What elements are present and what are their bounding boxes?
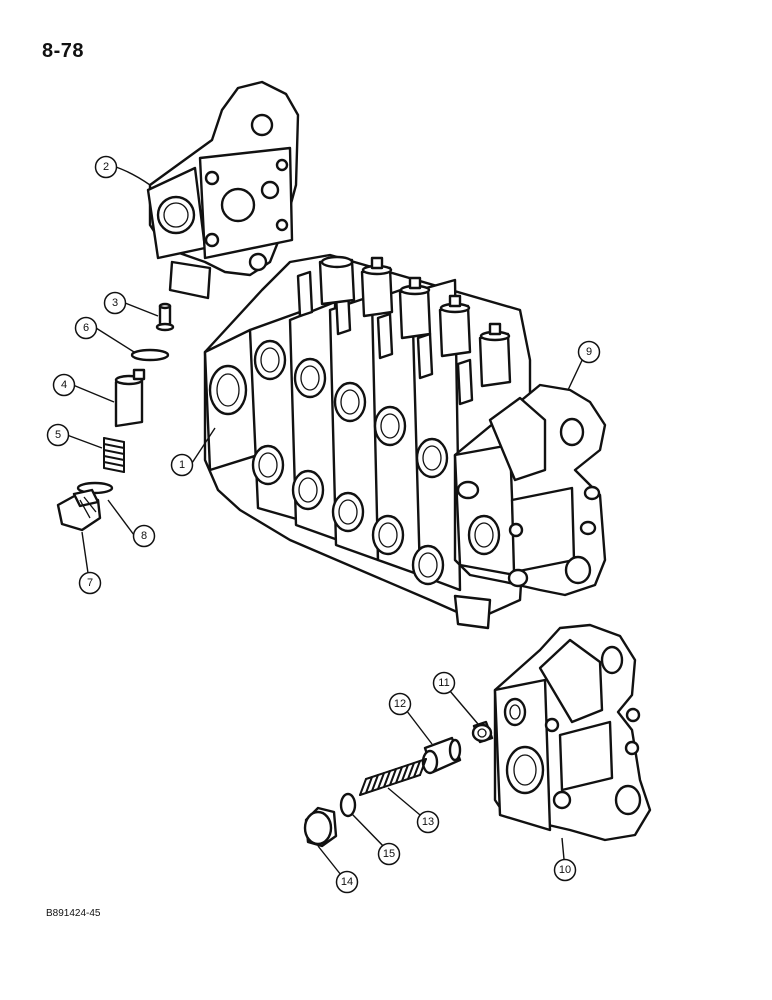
callout-circle	[94, 155, 118, 179]
callout-15: 15	[377, 842, 401, 866]
check-plug	[303, 806, 338, 848]
callout-7: 7	[78, 571, 102, 595]
callout-3: 3	[103, 291, 127, 315]
relief-plug	[56, 488, 102, 532]
callout-11: 11	[432, 671, 456, 695]
leader-lines	[66, 166, 586, 881]
callout-number: 10	[559, 864, 571, 876]
callout-circle	[577, 340, 601, 364]
control-valve-body	[203, 253, 532, 630]
callout-circle	[432, 671, 456, 695]
callout-number: 12	[394, 698, 406, 710]
callout-14: 14	[335, 870, 359, 894]
callout-9: 9	[577, 340, 601, 364]
figure-code: B891424-45	[46, 908, 101, 919]
callout-circle	[74, 316, 98, 340]
callout-circle	[335, 870, 359, 894]
callout-number: 1	[179, 459, 185, 471]
outlet-end-cover	[493, 623, 652, 842]
work-port-lower	[251, 444, 445, 586]
relief-spring	[103, 437, 125, 473]
callout-number: 14	[341, 876, 353, 888]
callout-circle	[388, 692, 412, 716]
callout-8: 8	[132, 524, 156, 548]
sleeve	[471, 720, 494, 744]
callout-1: 1	[170, 453, 194, 477]
callout-5: 5	[46, 423, 70, 447]
callout-13: 13	[416, 810, 440, 834]
page-number: 8-78	[42, 40, 85, 62]
callout-number: 15	[383, 848, 395, 860]
work-port-upper	[253, 339, 449, 479]
callout-6: 6	[74, 316, 98, 340]
callout-number: 9	[586, 346, 592, 358]
callout-circle	[377, 842, 401, 866]
relief-valve-caps	[318, 255, 512, 388]
plunger	[421, 736, 462, 775]
relief-poppet	[114, 368, 146, 428]
callout-circle	[416, 810, 440, 834]
callout-circle	[553, 858, 577, 882]
callout-circle	[170, 453, 194, 477]
callout-circle	[46, 423, 70, 447]
callout-circle	[78, 571, 102, 595]
callout-number: 2	[103, 161, 109, 173]
inlet-end-cover	[146, 80, 300, 300]
callout-number: 7	[87, 577, 93, 589]
callout-number: 13	[422, 816, 434, 828]
callout-number: 3	[112, 297, 118, 309]
callout-12: 12	[388, 692, 412, 716]
callout-10: 10	[553, 858, 577, 882]
callout-number: 5	[55, 429, 61, 441]
callout-4: 4	[52, 373, 76, 397]
callout-circle	[132, 524, 156, 548]
check-spring	[359, 758, 427, 796]
callout-number: 6	[83, 322, 89, 334]
callout-2: 2	[94, 155, 118, 179]
pin	[155, 302, 175, 332]
o-ring-upper	[130, 348, 170, 362]
callout-number: 4	[61, 379, 67, 391]
o-ring-check	[339, 792, 357, 818]
callout-number: 8	[141, 530, 147, 542]
callout-circle	[103, 291, 127, 315]
callout-number: 11	[438, 677, 449, 689]
outlet-end-cover-assembled	[453, 383, 607, 597]
callout-circle	[52, 373, 76, 397]
